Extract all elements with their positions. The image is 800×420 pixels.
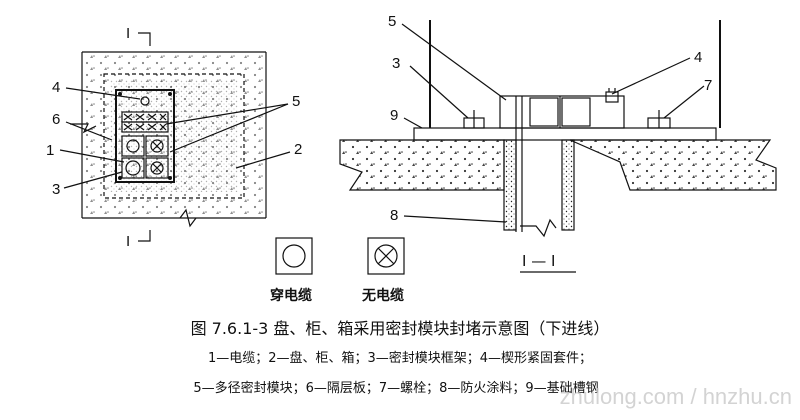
cable-circle (125, 160, 141, 176)
section-view: 5 3 9 4 7 8 I — I (339, 13, 777, 273)
plan-label-2: 2 (294, 141, 302, 158)
plan-view: I I 4 6 1 3 5 2 (46, 25, 302, 250)
section-label-9: 9 (390, 107, 398, 124)
plan-label-6: 6 (52, 111, 60, 128)
small-module-row (121, 111, 169, 133)
section-label-3: 3 (392, 55, 400, 72)
through-cable-icon (282, 244, 306, 268)
no-cable-icon (374, 244, 398, 268)
legend-no-cable: 无电缆 (361, 287, 404, 304)
plan-label-3: 3 (52, 181, 60, 198)
plan-label-1: 1 (46, 142, 54, 159)
figure-title: 图 7.6.1-3 盘、柜、箱采用密封模块封堵示意图（下进线） (191, 319, 610, 338)
legend: 穿电缆 无电缆 (270, 237, 405, 304)
caption-line-2: 5—多径密封模块；6—隔层板；7—螺栓；8—防火涂料；9—基础槽钢 (193, 380, 598, 396)
caption-line-1: 1—电缆；2—盘、柜、箱；3—密封模块框架；4—楔形紧固套件； (208, 350, 592, 366)
plan-label-4: 4 (52, 79, 60, 96)
section-mark-top: I (126, 25, 130, 42)
section-mark-bottom: I (126, 233, 130, 250)
section-label-8: 8 (390, 207, 398, 224)
section-label-5: 5 (388, 13, 396, 30)
plan-label-5: 5 (292, 93, 300, 110)
section-label-7: 7 (704, 77, 712, 94)
watermark: zhulong.com / hnzhu.cn (560, 384, 792, 409)
section-title: I — I (522, 252, 555, 270)
section-label-4: 4 (694, 49, 702, 66)
legend-through-cable: 穿电缆 (270, 287, 312, 304)
